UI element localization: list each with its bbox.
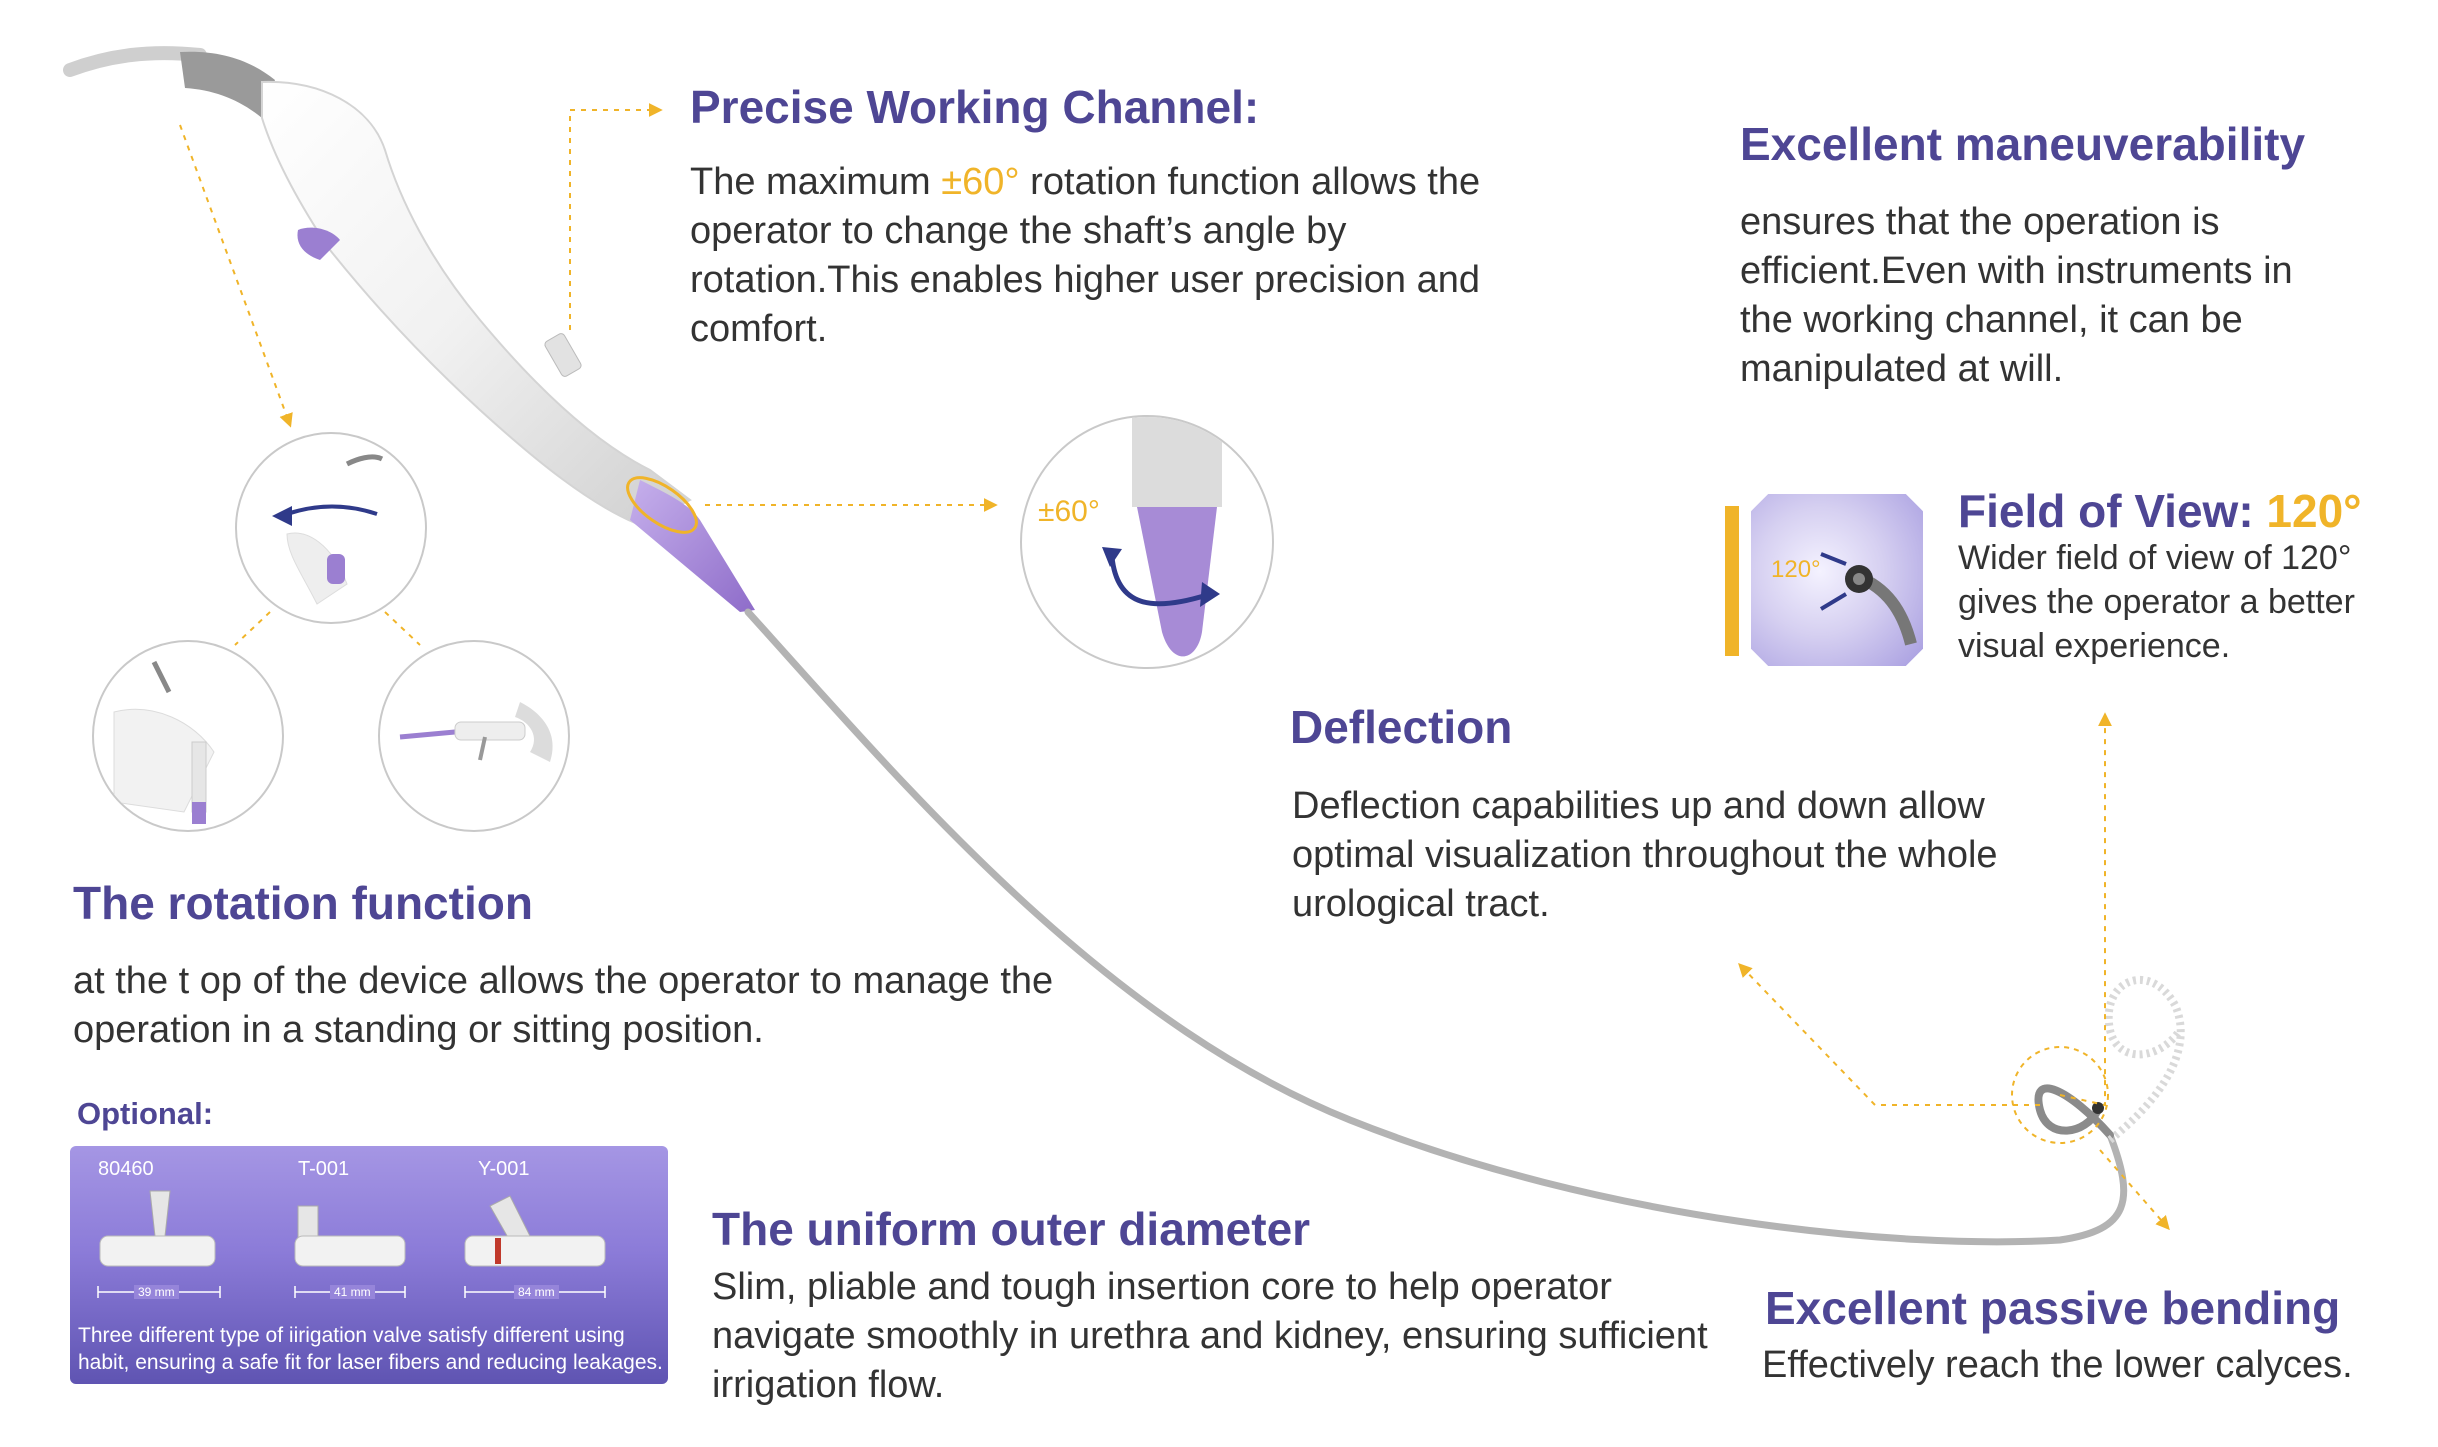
uniform-diameter-title: The uniform outer diameter	[712, 1203, 1311, 1255]
leader-deflection	[1738, 962, 2040, 1106]
rotation-title: The rotation function	[73, 877, 533, 929]
insertion-shaft	[744, 608, 2128, 1246]
optional-item-measure: 84 mm	[514, 1285, 559, 1299]
leader-channel	[569, 103, 663, 330]
optional-item-measure: 39 mm	[134, 1285, 179, 1299]
valve-y001	[464, 1195, 606, 1267]
fov-title: Field of View: 120°	[1958, 484, 2362, 539]
leader-bending	[2099, 1149, 2170, 1231]
strain-relief	[180, 51, 275, 119]
rotation-top-circle	[235, 432, 427, 624]
fov-value: 120°	[2266, 485, 2362, 537]
rotation-detail-circle: ±60°	[1020, 415, 1274, 669]
fov-text: Wider field of view of 120° gives the op…	[1958, 539, 2355, 665]
rotation-angle-label: ±60°	[1038, 495, 1100, 528]
uniform-diameter-text: Slim, pliable and tough insertion core t…	[712, 1266, 1708, 1406]
precise-channel-title: Precise Working Channel:	[690, 81, 1260, 133]
fov-icon-label: 120°	[1771, 556, 1821, 583]
fov-title-text: Field of View:	[1958, 485, 2267, 537]
rotation-ring	[626, 476, 698, 534]
optional-title: Optional:	[77, 1096, 214, 1131]
leader-sub2	[384, 611, 421, 646]
deflection-text: Deflection capabilities up and down allo…	[1292, 785, 1998, 925]
deflection-title: Deflection	[1290, 701, 1513, 753]
passive-bending-title: Excellent passive bending	[1765, 1282, 2341, 1334]
precise-channel-text-pre: The maximum	[690, 161, 942, 203]
working-port	[544, 333, 582, 377]
rotation-standing-circle	[378, 640, 570, 832]
rotation-text: at the t op of the device allows the ope…	[73, 960, 1054, 1051]
valve-t001	[294, 1205, 406, 1267]
precise-channel-text-post: rotation function allows the operator to…	[690, 161, 1481, 350]
handle-body	[261, 80, 692, 527]
ghost-bend	[2104, 975, 2185, 1144]
optional-panel: 80460 T-001 Y-001 39 mm 41 mm 84 mm Thre…	[70, 1146, 668, 1384]
leader-sub1	[234, 611, 271, 646]
optional-item-code: Y-001	[478, 1158, 530, 1180]
valve-80460	[99, 1190, 216, 1267]
optional-item-code: T-001	[298, 1158, 350, 1180]
cable	[63, 46, 207, 77]
rotation-side-circle	[92, 640, 284, 832]
precise-channel-angle: ±60°	[941, 161, 1020, 203]
leader-rotation	[179, 124, 293, 428]
optional-caption: Three different type of iirigation valve…	[78, 1324, 663, 1374]
passive-bending-text: Effectively reach the lower calyces.	[1762, 1344, 2353, 1386]
maneuverability-title: Excellent maneuverability	[1740, 118, 2306, 170]
maneuverability-text: ensures that the operation is efficient.…	[1740, 201, 2293, 390]
bend-highlight	[2011, 1046, 2109, 1144]
trigger	[297, 227, 340, 260]
fov-icon: 120°	[1751, 494, 1923, 666]
leader-fov	[2059, 712, 2112, 1107]
fov-accent-bar	[1725, 506, 1739, 656]
precise-channel-text: The maximum ±60° rotation function allow…	[690, 158, 1510, 354]
optional-item-measure: 41 mm	[330, 1285, 375, 1299]
purple-tip	[630, 480, 755, 612]
optional-item-code: 80460	[98, 1158, 154, 1180]
